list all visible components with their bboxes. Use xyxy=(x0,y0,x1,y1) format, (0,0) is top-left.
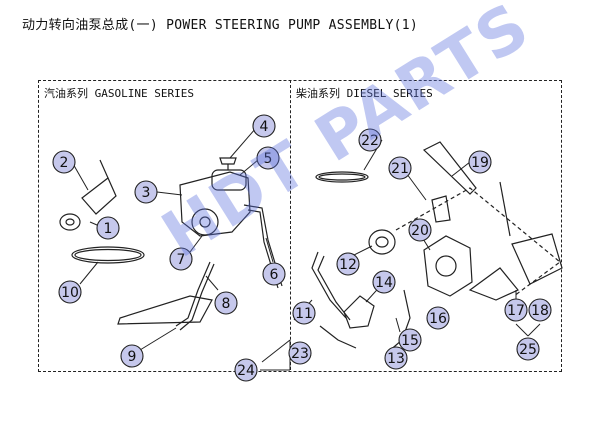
callout-9: 9 xyxy=(120,344,144,368)
svg-text:21: 21 xyxy=(391,161,409,177)
callout-25: 25 xyxy=(516,337,540,361)
callout-12: 12 xyxy=(336,252,360,276)
svg-text:18: 18 xyxy=(531,303,549,319)
svg-text:22: 22 xyxy=(361,133,379,149)
svg-text:14: 14 xyxy=(375,275,393,291)
callout-20: 20 xyxy=(408,218,432,242)
callout-13: 13 xyxy=(384,346,408,370)
callout-14: 14 xyxy=(372,270,396,294)
svg-text:8: 8 xyxy=(222,296,231,312)
diesel-bracket-part xyxy=(468,267,519,301)
reservoir-cap-part xyxy=(219,157,237,165)
callout-23: 23 xyxy=(288,341,312,365)
svg-text:2: 2 xyxy=(60,155,69,171)
callout-4: 4 xyxy=(252,114,276,138)
bracket-bolt-part xyxy=(99,159,109,179)
svg-text:16: 16 xyxy=(429,311,447,327)
svg-text:3: 3 xyxy=(142,185,151,201)
gasoline-series-label: 汽油系列 GASOLINE SERIES xyxy=(44,87,194,100)
callout-7: 7 xyxy=(169,247,193,271)
callout-8: 8 xyxy=(214,291,238,315)
svg-text:11: 11 xyxy=(295,306,313,322)
section-divider xyxy=(290,80,291,370)
svg-text:7: 7 xyxy=(177,252,186,268)
svg-text:23: 23 xyxy=(291,346,309,362)
svg-text:24: 24 xyxy=(237,363,255,379)
callout-16: 16 xyxy=(426,306,450,330)
svg-text:4: 4 xyxy=(260,119,269,135)
callout-15: 15 xyxy=(398,328,422,352)
page-title: 动力转向油泵总成(一) POWER STEERING PUMP ASSEMBLY… xyxy=(22,18,419,33)
svg-text:19: 19 xyxy=(471,155,489,171)
callout-6: 6 xyxy=(262,262,286,286)
svg-text:9: 9 xyxy=(128,349,137,365)
svg-text:1: 1 xyxy=(104,221,113,237)
svg-text:5: 5 xyxy=(264,151,273,167)
diesel-reservoir-part xyxy=(343,295,375,329)
svg-text:17: 17 xyxy=(507,303,525,319)
callout-11: 11 xyxy=(292,301,316,325)
callout-2: 2 xyxy=(52,150,76,174)
svg-text:15: 15 xyxy=(401,333,419,349)
gasoline-parts-drawing xyxy=(59,157,283,331)
diesel-series-label: 柴油系列 DIESEL SERIES xyxy=(296,87,433,100)
long-belt-part xyxy=(117,295,213,325)
adjust-rod-part xyxy=(422,141,477,195)
callout-1: 1 xyxy=(96,216,120,240)
callout-19: 19 xyxy=(468,150,492,174)
callout-5: 5 xyxy=(256,146,280,170)
diagram-frame xyxy=(38,80,562,372)
callout-18: 18 xyxy=(528,298,552,322)
svg-text:6: 6 xyxy=(270,267,279,283)
diesel-support-part xyxy=(511,233,563,285)
diesel-return-hose-part xyxy=(387,289,411,353)
callout-22: 22 xyxy=(358,128,382,152)
pump-body-part xyxy=(179,171,251,237)
belt-part xyxy=(71,246,145,264)
callout-3: 3 xyxy=(134,180,158,204)
callout-10: 10 xyxy=(58,280,82,304)
callout-17: 17 xyxy=(504,298,528,322)
diesel-pulley-part xyxy=(368,229,396,255)
svg-text:20: 20 xyxy=(411,223,429,239)
adjust-bracket-part xyxy=(431,195,451,223)
svg-text:13: 13 xyxy=(387,351,405,367)
callout-21: 21 xyxy=(388,156,412,180)
svg-text:10: 10 xyxy=(61,285,79,301)
diesel-belt-part xyxy=(315,171,369,183)
diesel-pump-part xyxy=(423,235,473,297)
pulley-part xyxy=(59,213,81,231)
callout-markers: 1 2 3 4 5 6 7 8 xyxy=(52,114,552,382)
diesel-parts-drawing xyxy=(311,141,563,353)
reservoir-part xyxy=(211,169,247,191)
pump-pulley-part xyxy=(191,208,219,236)
pump-bracket-part xyxy=(81,177,117,215)
svg-text:25: 25 xyxy=(519,342,537,358)
diesel-hose-part xyxy=(311,251,347,319)
callout-24: 24 xyxy=(234,358,258,382)
svg-text:12: 12 xyxy=(339,257,357,273)
